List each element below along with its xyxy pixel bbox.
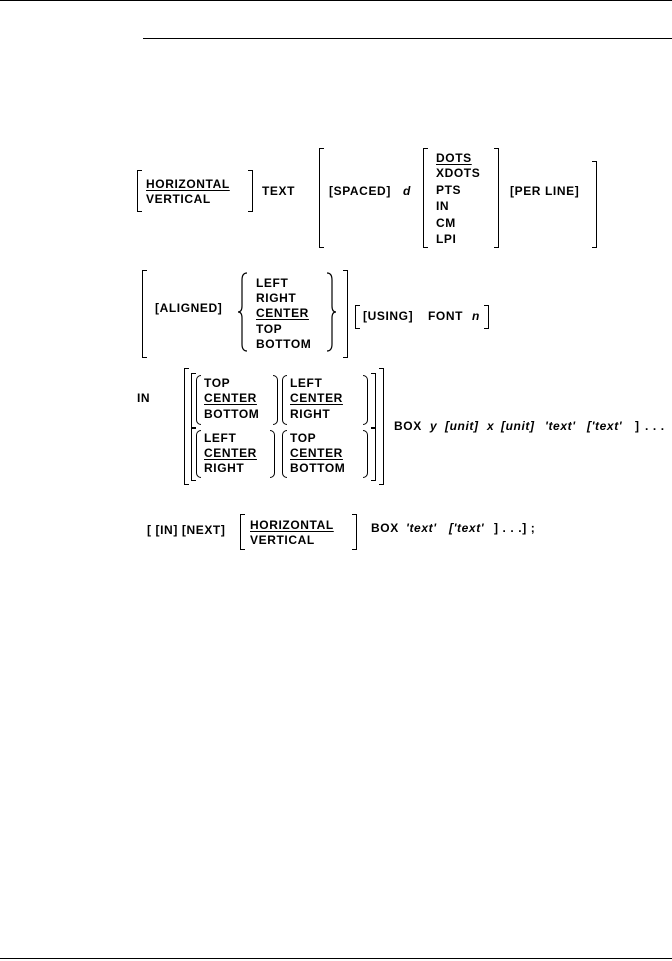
bracket-close: ]: [635, 419, 640, 433]
horizontal-right: RIGHT: [204, 461, 245, 475]
vertical-center: CENTER: [204, 391, 257, 405]
vertical-center: CENTER: [290, 446, 343, 460]
keyword-spaced: [SPACED]: [329, 184, 391, 198]
horizontal-center: CENTER: [204, 446, 257, 460]
horizontal-center: CENTER: [290, 391, 343, 405]
horizontal-right: RIGHT: [290, 407, 331, 421]
left-bracket: [319, 148, 324, 248]
left-bracket: [137, 170, 142, 212]
right-paren: [363, 430, 368, 478]
keyword-in-next: [ [IN] [NEXT]: [147, 523, 226, 537]
right-bracket: [352, 514, 357, 550]
ellipsis: . . .: [645, 419, 665, 433]
right-bracket: [494, 148, 499, 248]
right-bracket: [592, 161, 597, 248]
keyword-box: BOX: [394, 419, 422, 433]
param-text-optional: ['text': [449, 521, 485, 535]
keyword-per-line: [PER LINE]: [510, 184, 580, 198]
position-right: RIGHT: [256, 291, 297, 305]
keyword-box: BOX: [371, 521, 399, 535]
left-paren: [196, 375, 201, 425]
right-bracket: [371, 427, 376, 481]
param-x: x: [487, 419, 495, 433]
left-bracket: [142, 270, 147, 358]
right-paren: [273, 375, 278, 425]
clause-tail: ] . . .] ;: [494, 521, 536, 535]
param-text: 'text': [545, 419, 576, 433]
option-vertical: VERTICAL: [250, 533, 315, 547]
top-border: [0, 0, 672, 1]
param-unit: [unit]: [445, 419, 479, 433]
left-bracket: [191, 373, 196, 429]
left-paren: [282, 375, 287, 425]
vertical-top: TOP: [204, 376, 231, 390]
unit-xdots: XDOTS: [436, 166, 481, 180]
vertical-bottom: BOTTOM: [204, 407, 260, 421]
position-bottom: BOTTOM: [256, 337, 312, 351]
vertical-bottom: BOTTOM: [290, 461, 346, 475]
keyword-in: IN: [137, 391, 151, 405]
unit-lpi: LPI: [436, 232, 457, 246]
unit-dots: DOTS: [436, 151, 472, 165]
outer-right-bracket: [379, 368, 384, 485]
keyword-text: TEXT: [262, 184, 296, 198]
right-brace: [326, 272, 337, 352]
vertical-top: TOP: [290, 431, 317, 445]
left-bracket: [240, 514, 245, 550]
bottom-border: [0, 958, 672, 959]
param-unit: [unit]: [501, 419, 535, 433]
position-center: CENTER: [256, 306, 309, 320]
left-paren: [196, 430, 201, 478]
right-bracket: [248, 170, 253, 212]
option-horizontal: HORIZONTAL: [250, 518, 334, 532]
param-text: 'text': [406, 521, 437, 535]
unit-in: IN: [436, 199, 450, 213]
param-y: y: [430, 419, 438, 433]
position-top: TOP: [256, 322, 283, 336]
keyword-aligned: [ALIGNED]: [155, 301, 223, 315]
option-horizontal: HORIZONTAL: [146, 177, 230, 191]
left-bracket: [423, 148, 428, 248]
left-bracket: [191, 427, 196, 481]
horizontal-left: LEFT: [290, 376, 323, 390]
param-n: n: [472, 309, 480, 323]
keyword-using: [USING]: [363, 309, 414, 323]
position-left: LEFT: [256, 276, 289, 290]
unit-cm: CM: [436, 216, 456, 230]
horizontal-left: LEFT: [204, 431, 237, 445]
left-paren: [282, 430, 287, 478]
right-paren: [270, 430, 275, 478]
right-bracket: [484, 305, 489, 329]
left-brace: [237, 272, 248, 352]
outer-left-bracket: [184, 368, 189, 485]
right-paren: [363, 375, 368, 425]
param-d: d: [403, 184, 411, 198]
param-text-optional: ['text': [587, 419, 623, 433]
unit-pts: PTS: [436, 183, 462, 197]
option-vertical: VERTICAL: [146, 192, 211, 206]
left-bracket: [355, 305, 360, 329]
right-bracket: [371, 373, 376, 429]
keyword-font: FONT: [428, 309, 464, 323]
header-rule: [143, 38, 672, 39]
right-bracket: [343, 270, 348, 358]
